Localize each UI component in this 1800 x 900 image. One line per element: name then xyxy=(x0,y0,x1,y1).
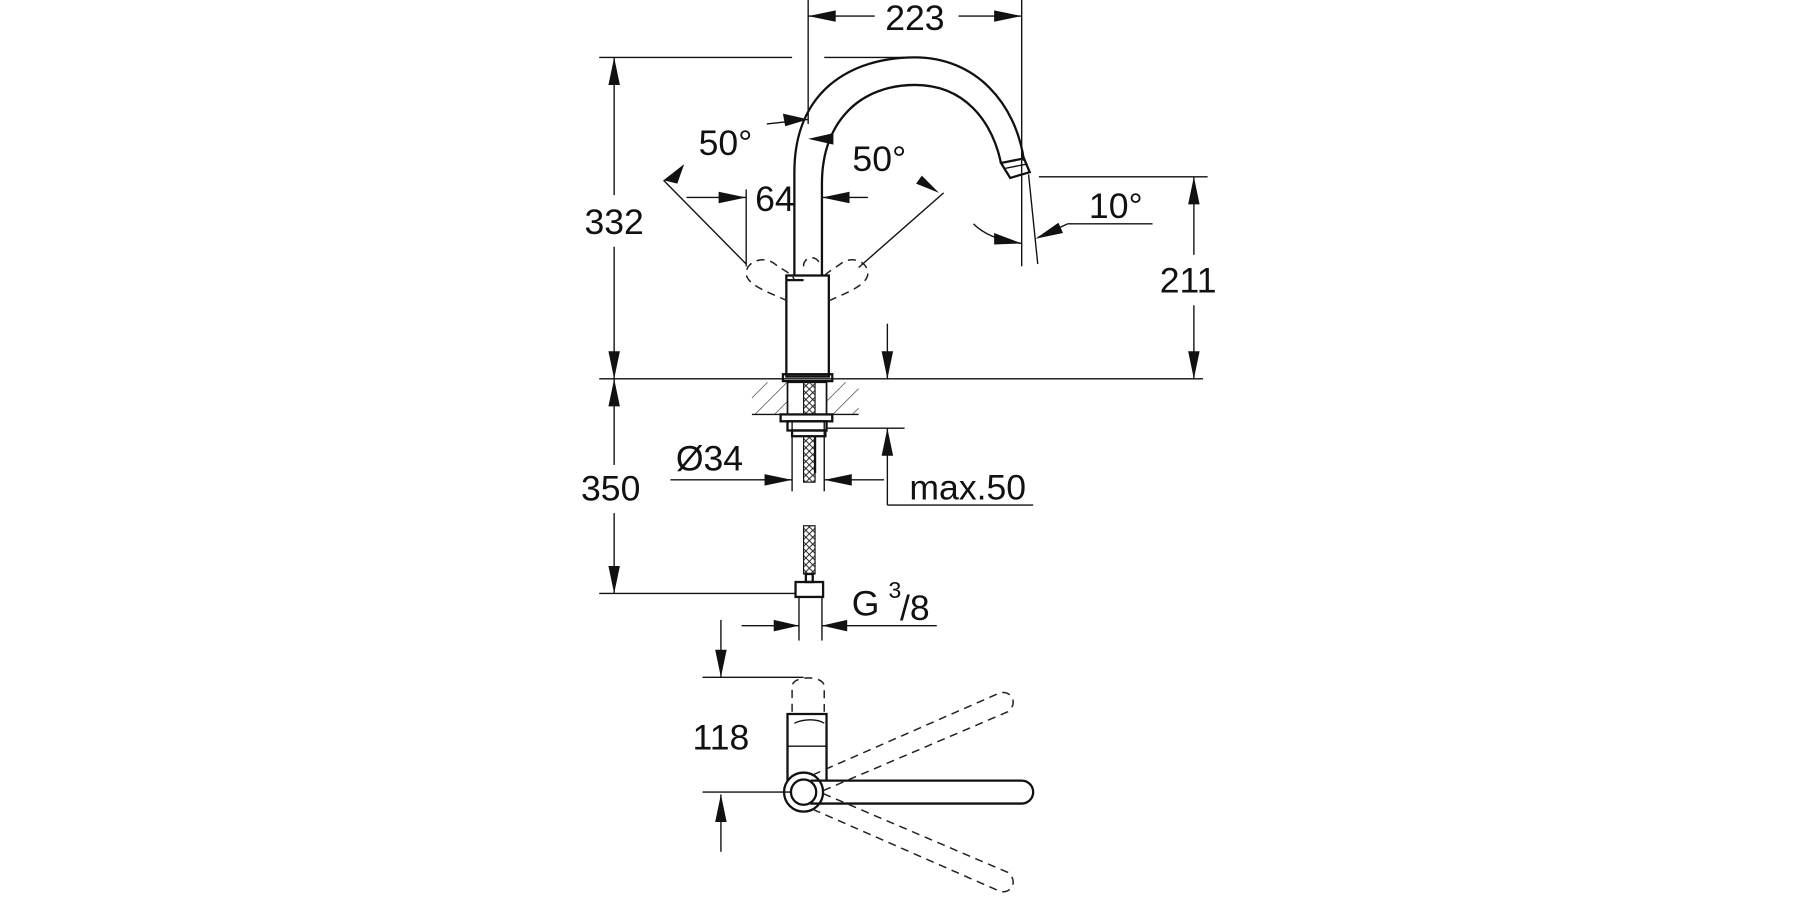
label-spout-height: 211 xyxy=(1160,261,1217,301)
dimension-max-deck-thickness: max.50 xyxy=(826,427,1034,507)
faucet-side-view xyxy=(745,56,1032,599)
dimension-hole-diameter: Ø34 xyxy=(670,422,884,492)
label-handle-plan-depth: 118 xyxy=(693,718,750,758)
faucet-plan-view xyxy=(782,677,1035,893)
dimension-spout-reach: 223 xyxy=(807,0,1023,173)
dimension-handle-plan-depth: 118 xyxy=(693,619,804,852)
label-handle-angle-left: 50° xyxy=(699,123,753,163)
dimension-hose-length: 350 xyxy=(581,378,796,595)
dimension-connection-thread: G 3 /8 xyxy=(741,577,937,641)
dimension-spout-height: 211 xyxy=(1038,176,1217,379)
label-thread-prefix: G xyxy=(852,583,880,623)
label-thread-numerator: 3 xyxy=(889,577,902,603)
label-total-height: 332 xyxy=(584,202,643,242)
label-spout-reach: 223 xyxy=(885,0,944,38)
label-thread-denominator: /8 xyxy=(900,588,930,628)
dimension-outlet-angle: 10° xyxy=(972,172,1153,267)
dimension-handle-angles: 50° 50° 64 xyxy=(663,113,945,268)
label-handle-angle-right: 50° xyxy=(852,139,906,179)
label-hole-diameter: Ø34 xyxy=(676,439,743,479)
label-max-deck-thickness: max.50 xyxy=(909,467,1026,507)
dimension-total-height: 332 xyxy=(584,56,907,379)
label-outlet-angle: 10° xyxy=(1089,186,1143,226)
label-hose-length: 350 xyxy=(581,469,640,509)
label-handle-offset: 64 xyxy=(755,179,795,219)
dimension-deck-thickness-top-arrow xyxy=(881,323,894,379)
